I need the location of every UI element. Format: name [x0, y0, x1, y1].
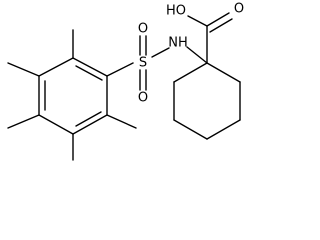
atom-label-amine-nh: NH — [168, 36, 188, 51]
chemical-structure-diagram: S O O NH HO O — [7, 2, 244, 161]
bond-carboxyl-oxygen-b — [209, 18, 233, 33]
methyl-groups — [7, 29, 137, 161]
methyl-bond-lower-left — [7, 114, 40, 129]
bond-carboxyl-oxygen-a — [206, 12, 230, 27]
cyclohexane-ring — [173, 62, 241, 140]
atom-label-carbonyl-oxygen: O — [234, 2, 244, 17]
cyclohexane-bond-1 — [206, 62, 241, 83]
cyclohexane-bond-6 — [173, 62, 208, 83]
cyclohexane-bond-3 — [206, 119, 241, 140]
ring-double-bond-inner-3 — [75, 111, 102, 127]
atom-label-sulfur: S — [139, 56, 147, 71]
atom-labels: S O O NH HO O — [138, 2, 244, 106]
sulfonyl-group — [106, 35, 170, 91]
bond-nitrogen-to-ring — [186, 46, 208, 64]
ring-double-bond-inner-1 — [75, 65, 103, 81]
carboxylic-acid-group — [187, 12, 233, 64]
ring-bond-c2-c3 — [38, 57, 74, 77]
atom-label-hydroxyl: HO — [166, 4, 186, 19]
ring-bond-c5-c6 — [72, 114, 108, 135]
cyclohexane-bond-4 — [173, 119, 208, 140]
ring-bond-c4-c5 — [38, 114, 74, 135]
methyl-bond-upper-left — [7, 62, 40, 77]
atom-label-sulfonyl-oxygen-bottom: O — [138, 91, 148, 106]
bond-ring-to-sulfur — [106, 62, 134, 77]
bond-carboxyl-hydroxyl — [187, 15, 208, 27]
atom-label-sulfonyl-oxygen-top: O — [138, 22, 148, 37]
aromatic-ring — [38, 57, 108, 135]
bond-sulfur-nitrogen — [151, 47, 170, 58]
ring-bond-c1-c2 — [72, 57, 108, 77]
methyl-bond-lower-right — [106, 114, 137, 129]
